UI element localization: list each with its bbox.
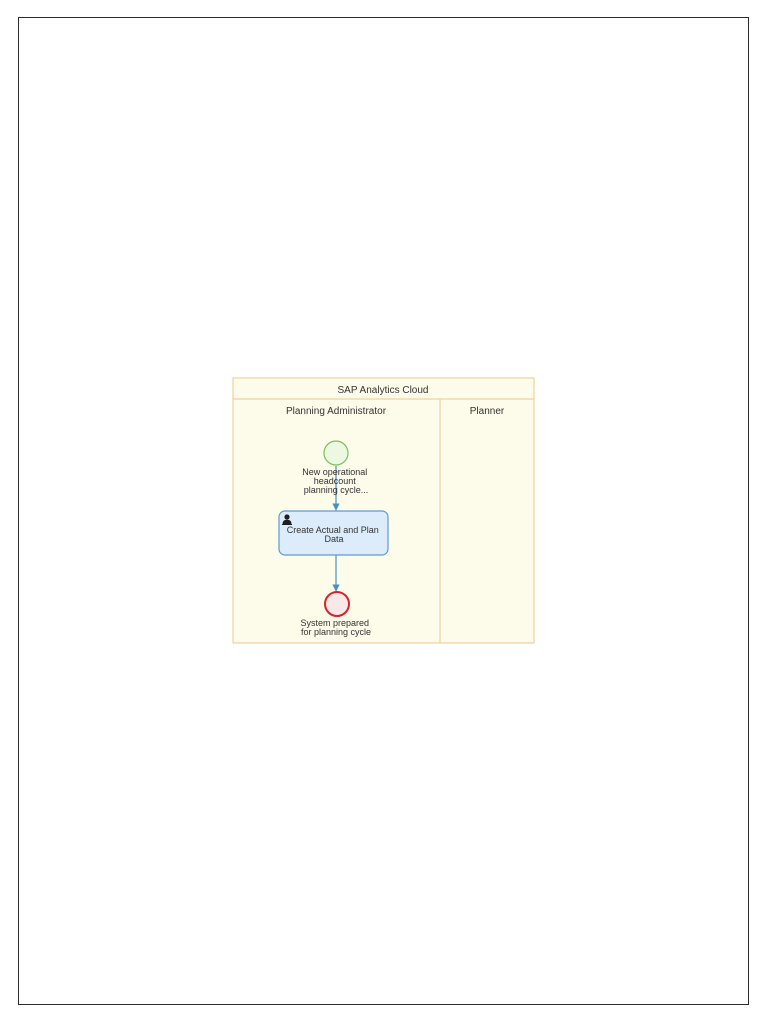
- end-event-circle[interactable]: [324, 591, 350, 617]
- task-label: Create Actual and Plan Data: [287, 525, 382, 544]
- pool-title: SAP Analytics Cloud: [338, 385, 429, 396]
- task-box[interactable]: [278, 510, 389, 556]
- start-event-label: New operational headcount planning cycle…: [302, 467, 370, 495]
- end-event[interactable]: System prepared for planning cycle: [300, 591, 371, 637]
- start-event-label-line: planning cycle...: [304, 485, 369, 495]
- task-label-line: Data: [324, 534, 343, 544]
- user-task[interactable]: Create Actual and Plan Data: [278, 510, 389, 556]
- pool-frame: [232, 377, 535, 644]
- end-event-label: System prepared for planning cycle: [300, 618, 371, 637]
- start-event-label-line: New operational: [302, 467, 367, 477]
- lane-label-planner: Planner: [470, 406, 505, 417]
- lane-label-planning-administrator: Planning Administrator: [286, 406, 387, 417]
- start-event-label-line: headcount: [314, 476, 357, 486]
- task-label-line: Create Actual and Plan: [287, 525, 379, 535]
- lane-planning-administrator[interactable]: Planning Administrator: [286, 406, 387, 417]
- end-event-label-line: System prepared: [300, 618, 369, 628]
- start-event-circle[interactable]: [323, 440, 349, 466]
- pool[interactable]: SAP Analytics Cloud: [232, 377, 535, 644]
- user-icon: [282, 514, 292, 525]
- end-event-label-line: for planning cycle: [301, 627, 371, 637]
- start-event[interactable]: New operational headcount planning cycle…: [302, 440, 370, 495]
- lane-planner[interactable]: Planner: [470, 406, 505, 417]
